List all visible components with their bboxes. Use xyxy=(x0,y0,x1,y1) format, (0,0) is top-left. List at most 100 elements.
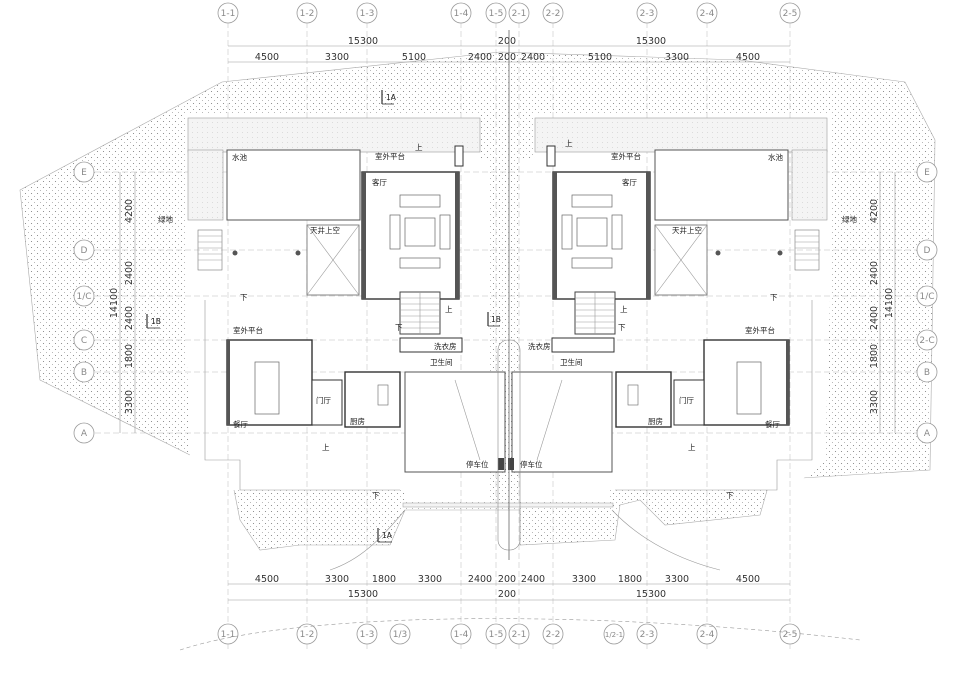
dim-side-segment: 2400 xyxy=(124,261,135,285)
dim-segment: 3300 xyxy=(665,574,689,585)
top-grid-bubbles: 1-1 1-2 1-3 1-4 1-5 2-1 2-2 2-3 2-4 2-5 xyxy=(217,2,801,24)
svg-text:1/2-1: 1/2-1 xyxy=(605,631,623,639)
room-label-foyer: 门厅 xyxy=(316,396,331,405)
left-grid-bubbles: E D 1/C C B A xyxy=(73,161,95,444)
room-label-pool: 水池 xyxy=(232,152,247,162)
room-label-parking: 停车位 xyxy=(520,459,543,469)
room-label-kitchen: 厨房 xyxy=(648,416,663,426)
room-label-terrace: 室外平台 xyxy=(611,151,641,161)
dim-total-left: 15300 xyxy=(348,589,378,600)
stair-up-label: 上 xyxy=(445,305,453,314)
svg-text:D: D xyxy=(81,246,88,256)
grid-bubble: 1-1 xyxy=(217,623,239,645)
room-label-living: 客厅 xyxy=(622,177,637,187)
svg-text:E: E xyxy=(924,168,930,178)
svg-text:1/C: 1/C xyxy=(76,292,91,302)
stair-down-label: 下 xyxy=(726,491,734,500)
dim-side-total: 14100 xyxy=(109,288,120,318)
section-mark: 1B xyxy=(487,312,501,327)
grid-bubble: E xyxy=(916,161,938,183)
room-label-kitchen: 厨房 xyxy=(350,416,365,426)
svg-text:2-1: 2-1 xyxy=(512,9,527,19)
svg-text:1-3: 1-3 xyxy=(360,9,375,19)
grid-bubble: 2-C xyxy=(916,329,938,351)
dim-segment: 1800 xyxy=(372,574,396,585)
dim-side-segment: 2400 xyxy=(869,261,880,285)
svg-text:C: C xyxy=(81,336,87,346)
section-mark: 1B xyxy=(146,314,161,329)
dim-segment: 200 xyxy=(498,574,516,585)
left-site-steps xyxy=(197,229,223,271)
svg-text:1-5: 1-5 xyxy=(489,630,504,640)
dim-segment: 3300 xyxy=(325,52,349,63)
grid-bubble: 1/C xyxy=(916,285,938,307)
grid-bubble: 1-5 xyxy=(485,623,507,645)
room-label-dining: 餐厅 xyxy=(765,420,780,429)
svg-text:E: E xyxy=(81,168,87,178)
dim-side-segment: 2400 xyxy=(869,306,880,330)
grid-bubble: D xyxy=(73,239,95,261)
grid-bubble: 2-5 xyxy=(779,623,801,645)
svg-text:2-2: 2-2 xyxy=(546,630,561,640)
bottom-dimensions: 4500 3300 1800 3300 2400 200 2400 3300 1… xyxy=(228,574,790,601)
right-grid-bubbles: E D 1/C 2-C B A xyxy=(916,161,938,444)
svg-text:A: A xyxy=(924,429,931,439)
svg-text:D: D xyxy=(924,246,931,256)
right-site-steps xyxy=(794,229,820,271)
dim-segment: 4500 xyxy=(255,574,279,585)
svg-text:2-5: 2-5 xyxy=(783,630,798,640)
dim-segment: 3300 xyxy=(665,52,689,63)
svg-text:2-3: 2-3 xyxy=(640,9,655,19)
entrance-steps: 下 下 xyxy=(179,491,861,651)
stair-down-label: 下 xyxy=(372,491,380,500)
grid-bubble: E xyxy=(73,161,95,183)
svg-text:2-C: 2-C xyxy=(919,336,934,346)
grid-bubble: C xyxy=(73,329,95,351)
svg-text:1-3: 1-3 xyxy=(360,630,375,640)
grid-bubble: B xyxy=(916,361,938,383)
grid-bubble: 2-3 xyxy=(636,2,658,24)
svg-text:2-4: 2-4 xyxy=(700,9,715,19)
dim-segment: 2400 xyxy=(468,574,492,585)
grid-bubble: 2-4 xyxy=(696,2,718,24)
svg-text:1/3: 1/3 xyxy=(393,630,407,640)
dim-total-mid: 200 xyxy=(498,589,516,600)
dim-side-segment: 1800 xyxy=(869,344,880,368)
room-label-terrace: 室外平台 xyxy=(375,151,405,161)
room-label-living: 客厅 xyxy=(372,177,387,187)
dim-segment: 1800 xyxy=(618,574,642,585)
stair-down-label: 下 xyxy=(770,293,778,302)
dim-side-segment: 1800 xyxy=(124,344,135,368)
svg-text:1B: 1B xyxy=(491,315,501,324)
dim-segment: 2400 xyxy=(521,574,545,585)
grid-bubble: 2-2 xyxy=(542,623,564,645)
room-label-lawn: 绿地 xyxy=(158,214,173,224)
dim-side-segment: 4200 xyxy=(124,199,135,223)
right-stair xyxy=(574,291,616,335)
room-label-bathroom: 卫生间 xyxy=(560,357,583,367)
room-label-bathroom: 卫生间 xyxy=(430,357,453,367)
dim-segment: 3300 xyxy=(572,574,596,585)
svg-text:2-5: 2-5 xyxy=(783,9,798,19)
room-label-pool: 水池 xyxy=(768,152,783,162)
grid-bubble: 1-3 xyxy=(356,2,378,24)
dim-segment: 4500 xyxy=(255,52,279,63)
stair-down-label: 下 xyxy=(618,323,626,332)
grid-bubble: 2-1 xyxy=(508,623,530,645)
right-unit: 水池 绿地 室外平台 上 客厅 天井上空 上 下 下 洗衣房 xyxy=(528,117,857,491)
dim-side-segment: 3300 xyxy=(124,390,135,414)
svg-text:1-1: 1-1 xyxy=(221,9,236,19)
room-label-skylight: 天井上空 xyxy=(672,225,702,235)
grid-bubble: 1/C xyxy=(73,285,95,307)
svg-text:1-4: 1-4 xyxy=(454,630,469,640)
room-label-parking: 停车位 xyxy=(466,459,489,469)
dim-side-segment: 4200 xyxy=(869,199,880,223)
room-label-dining: 餐厅 xyxy=(233,420,248,429)
dim-segment: 2400 xyxy=(468,52,492,63)
grid-bubble: 2-5 xyxy=(779,2,801,24)
room-label-lawn: 绿地 xyxy=(842,214,857,224)
section-markers: 1A 1B 1B 1A xyxy=(146,90,501,543)
dim-total-right: 15300 xyxy=(636,36,666,47)
grid-bubble: 1-3 xyxy=(356,623,378,645)
